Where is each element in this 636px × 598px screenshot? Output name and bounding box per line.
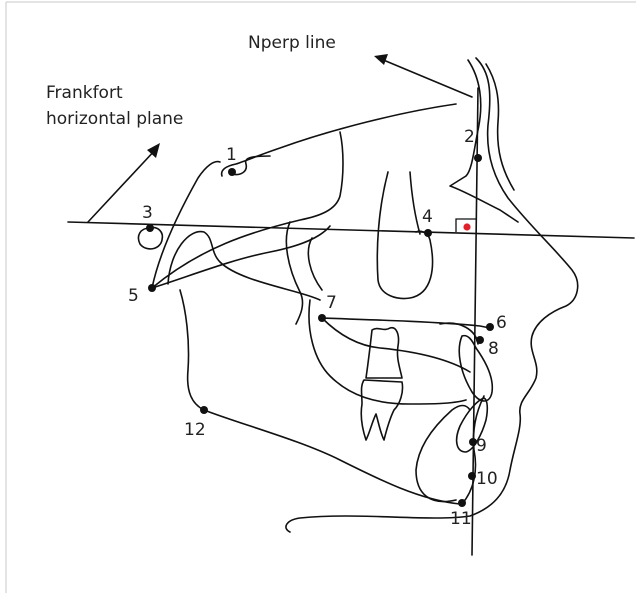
landmark-label-11: 11 — [450, 509, 472, 529]
landmark-labels: 1 2 3 4 5 6 7 8 9 10 11 12 — [128, 127, 507, 529]
landmark-label-3: 3 — [142, 203, 153, 223]
frankfort-caption-line2: horizontal plane — [46, 109, 183, 129]
upper-molar — [366, 328, 402, 378]
landmark-point-11 — [458, 499, 466, 507]
landmark-label-8: 8 — [488, 339, 499, 359]
zygoma-curve — [168, 232, 320, 300]
landmark-label-10: 10 — [476, 469, 498, 489]
nasal-floor-curve — [410, 172, 420, 234]
landmark-point-12 — [200, 406, 208, 414]
landmark-points — [146, 154, 494, 507]
landmark-point-4 — [424, 229, 432, 237]
nperp-arrow — [374, 54, 472, 97]
landmark-point-7 — [318, 314, 326, 322]
nperp-line-caption: Nperp line — [248, 33, 336, 53]
landmark-label-9: 9 — [476, 436, 487, 456]
right-angle-marker — [456, 219, 476, 232]
palate-lower-curve — [322, 318, 470, 372]
forehead-curve — [486, 64, 514, 190]
landmark-point-3 — [146, 224, 154, 232]
landmark-label-12: 12 — [184, 420, 206, 440]
landmark-label-1: 1 — [226, 145, 237, 165]
maxilla-back-curve — [308, 238, 322, 290]
mandibular-fossa-curve — [152, 226, 330, 288]
orbit-contour — [222, 104, 456, 176]
landmark-point-1 — [228, 168, 236, 176]
symphysis-inner — [416, 406, 470, 502]
pterygoid-curve — [286, 222, 302, 324]
landmark-label-7: 7 — [326, 293, 337, 313]
landmark-label-5: 5 — [128, 286, 139, 306]
lower-molar — [361, 380, 402, 440]
landmark-label-6: 6 — [496, 313, 507, 333]
landmark-label-4: 4 — [422, 207, 433, 227]
landmark-point-2 — [474, 154, 482, 162]
mandible-inner-curve — [309, 300, 466, 404]
landmark-point-6 — [486, 323, 494, 331]
landmark-point-5 — [148, 284, 156, 292]
right-angle-red-dot — [463, 223, 470, 230]
landmark-label-2: 2 — [464, 127, 475, 147]
landmark-point-10 — [468, 472, 476, 480]
frankfort-caption-line1: Frankfort — [46, 83, 123, 103]
landmark-point-8 — [476, 336, 484, 344]
maxillary-sinus — [377, 172, 432, 298]
